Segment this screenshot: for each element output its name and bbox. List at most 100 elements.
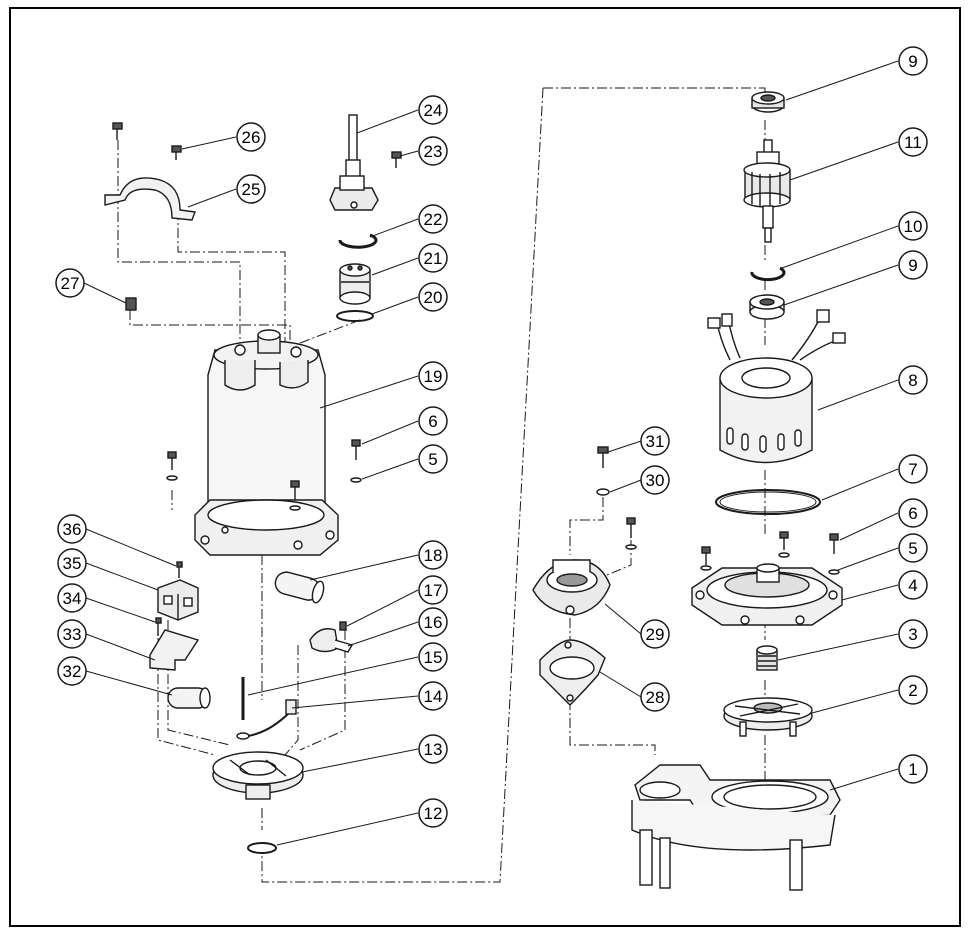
callout-part-13: 13 bbox=[418, 734, 448, 764]
callout-part-15: 15 bbox=[418, 642, 448, 672]
part-8-stator bbox=[707, 309, 846, 464]
part-34-screw bbox=[155, 617, 162, 636]
callout-label: 8 bbox=[908, 371, 917, 390]
part-3-shaft-seal bbox=[756, 645, 778, 671]
callout-circle bbox=[898, 127, 928, 157]
callout-label: 26 bbox=[242, 128, 261, 147]
callout-label: 34 bbox=[63, 589, 82, 608]
callout-circle bbox=[418, 243, 448, 273]
callout-label: 23 bbox=[424, 142, 443, 161]
callout-label: 15 bbox=[424, 648, 443, 667]
motor-housing-bolts bbox=[700, 531, 840, 575]
callout-label: 1 bbox=[908, 760, 917, 779]
part-27-plug bbox=[125, 297, 137, 311]
part-14-ground-wire bbox=[236, 699, 297, 740]
callout-part-19: 19 bbox=[418, 361, 448, 391]
callout-circle bbox=[898, 46, 928, 76]
callout-part-4: 4 bbox=[898, 570, 928, 600]
part-18-capacitor bbox=[274, 571, 325, 604]
callout-part-1: 1 bbox=[898, 754, 928, 784]
callout-part-33: 33 bbox=[57, 619, 87, 649]
part-29-discharge-flange bbox=[532, 559, 611, 616]
callout-label: 11 bbox=[904, 133, 922, 152]
part-28-gasket bbox=[539, 639, 606, 706]
callout-part-3: 3 bbox=[898, 619, 928, 649]
callout-circle bbox=[418, 681, 448, 711]
callout-circle bbox=[418, 361, 448, 391]
callout-label: 6 bbox=[908, 504, 917, 523]
callout-label: 9 bbox=[908, 256, 917, 275]
callout-label: 2 bbox=[908, 681, 917, 700]
callout-label: 24 bbox=[424, 101, 443, 120]
part-11-rotor bbox=[743, 139, 791, 243]
part-4-seal-plate bbox=[691, 563, 843, 626]
callout-label: 18 bbox=[424, 546, 443, 565]
callout-part-9: 9 bbox=[898, 250, 928, 280]
part-9-upper-bearing bbox=[751, 91, 785, 113]
callout-label: 10 bbox=[904, 217, 923, 236]
part-25-handle bbox=[104, 177, 196, 221]
callout-circle bbox=[898, 533, 928, 563]
callout-circle bbox=[57, 619, 87, 649]
part-12-o-ring bbox=[247, 842, 277, 854]
part-35-switch bbox=[157, 579, 199, 621]
callout-part-22: 22 bbox=[418, 204, 448, 234]
part-32-capacitor bbox=[167, 687, 211, 709]
callout-part-9: 9 bbox=[898, 46, 928, 76]
callout-label: 5 bbox=[908, 539, 917, 558]
callout-part-6: 6 bbox=[898, 498, 928, 528]
callout-circle bbox=[418, 798, 448, 828]
callout-circle bbox=[898, 454, 928, 484]
callout-circle bbox=[236, 122, 266, 152]
callout-part-5: 5 bbox=[898, 533, 928, 563]
callout-circle bbox=[418, 136, 448, 166]
callout-part-6: 6 bbox=[418, 406, 448, 436]
callout-part-18: 18 bbox=[418, 540, 448, 570]
callout-part-34: 34 bbox=[57, 583, 87, 613]
callout-part-16: 16 bbox=[418, 607, 448, 637]
callout-label: 14 bbox=[424, 687, 443, 706]
callout-circle bbox=[236, 174, 266, 204]
callout-circle bbox=[640, 619, 670, 649]
callout-part-23: 23 bbox=[418, 136, 448, 166]
callout-label: 31 bbox=[646, 432, 665, 451]
callout-circle bbox=[418, 734, 448, 764]
callout-label: 4 bbox=[908, 576, 917, 595]
callout-label: 25 bbox=[242, 180, 261, 199]
part-26-screw bbox=[171, 145, 182, 160]
callout-label: 12 bbox=[424, 804, 443, 823]
callout-circle bbox=[55, 268, 85, 298]
callout-circle bbox=[640, 426, 670, 456]
callout-part-31: 31 bbox=[640, 426, 670, 456]
callout-circle bbox=[57, 514, 87, 544]
callout-circle bbox=[418, 444, 448, 474]
callout-part-14: 14 bbox=[418, 681, 448, 711]
callout-label: 13 bbox=[424, 740, 443, 759]
callout-part-25: 25 bbox=[236, 174, 266, 204]
part-2-impeller bbox=[723, 697, 813, 737]
callout-part-10: 10 bbox=[898, 211, 928, 241]
callout-circle bbox=[57, 548, 87, 578]
callout-label: 16 bbox=[424, 613, 443, 632]
callout-label: 6 bbox=[428, 412, 437, 431]
part-17-screw bbox=[339, 621, 347, 631]
callout-label: 5 bbox=[428, 450, 437, 469]
callout-label: 9 bbox=[908, 52, 917, 71]
callout-circle bbox=[640, 465, 670, 495]
callout-part-27: 27 bbox=[55, 268, 85, 298]
callout-leader-lines bbox=[83, 60, 899, 846]
callout-part-35: 35 bbox=[57, 548, 87, 578]
callout-circle bbox=[418, 607, 448, 637]
callout-part-12: 12 bbox=[418, 798, 448, 828]
callout-circle bbox=[418, 282, 448, 312]
callout-label: 30 bbox=[646, 471, 665, 490]
top-left-screw bbox=[112, 122, 123, 140]
callout-circle bbox=[418, 406, 448, 436]
diagram-border bbox=[9, 7, 961, 927]
callout-label: 35 bbox=[63, 554, 82, 573]
part-20-o-ring bbox=[336, 310, 374, 322]
part-22-snap-ring bbox=[338, 233, 378, 249]
callout-circle bbox=[898, 619, 928, 649]
callout-part-7: 7 bbox=[898, 454, 928, 484]
